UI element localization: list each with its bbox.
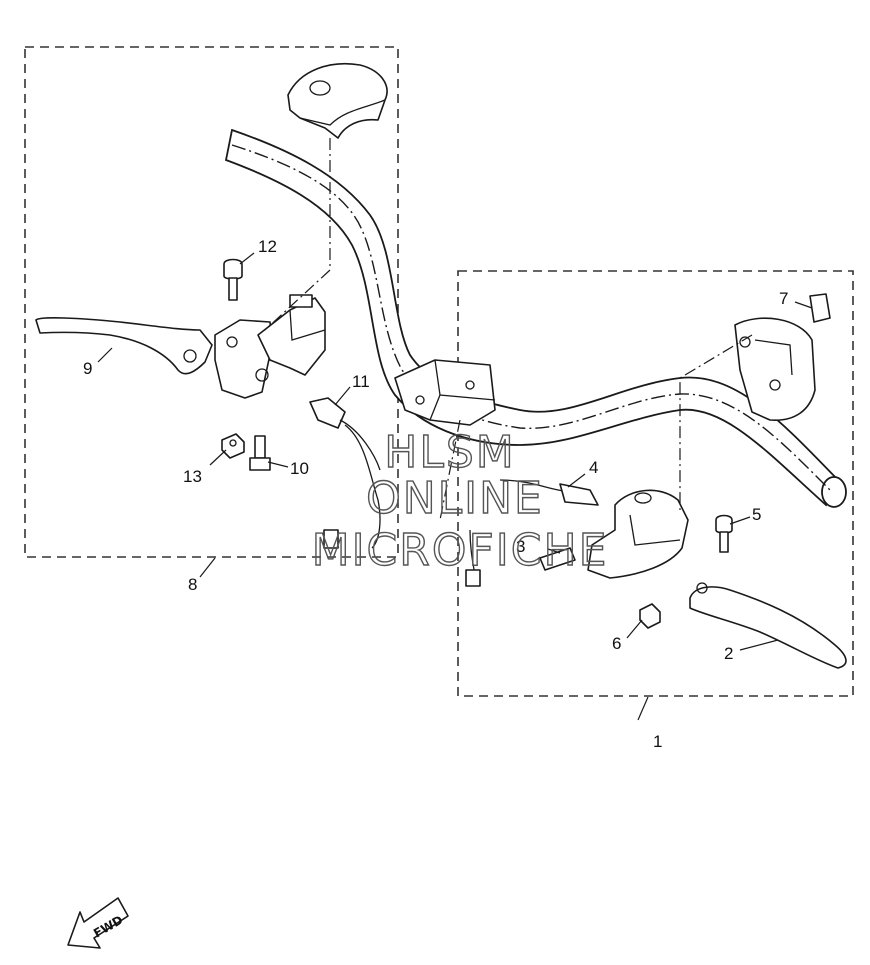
callout-11: 11 [352, 372, 370, 391]
group-box-left [24, 46, 399, 558]
callout-5: 5 [752, 505, 761, 524]
callout-1: 1 [653, 732, 662, 751]
clutch-switch-11 [309, 397, 381, 549]
nut-6 [639, 603, 661, 629]
watermark: HLSM ONLINE MICROFICHE [311, 426, 609, 576]
chain-line-left-cover [264, 138, 331, 331]
left-switch-top-cover [287, 63, 388, 139]
wire-4 [465, 479, 599, 587]
callout-13: 13 [183, 467, 202, 486]
callout-3: 3 [516, 537, 525, 556]
callout-7: 7 [779, 289, 788, 308]
bolt-10 [249, 435, 271, 471]
brake-switch-3 [539, 547, 576, 571]
handlebar-clamp [394, 359, 496, 426]
watermark-line-1: HLSM [384, 427, 516, 478]
watermark-line-2: ONLINE [366, 473, 544, 524]
callout-12: 12 [258, 237, 277, 256]
chain-line-wire [439, 419, 461, 521]
right-lever-assembly [587, 489, 847, 669]
fwd-arrow-icon: FWD [67, 897, 129, 949]
nut-13 [221, 433, 245, 459]
callout-8: 8 [188, 575, 197, 594]
callout-6: 6 [612, 634, 621, 653]
callout-4: 4 [589, 458, 598, 477]
handlebar [224, 128, 847, 508]
bolt-12 [223, 258, 243, 301]
chain-line-right-housing [679, 334, 753, 510]
right-switch-housing [734, 293, 831, 421]
leader-lines [97, 252, 813, 721]
callout-9: 9 [83, 359, 92, 378]
watermark-line-3: MICROFICHE [312, 525, 609, 576]
callout-2: 2 [724, 644, 733, 663]
group-box-right [457, 270, 854, 697]
callout-10: 10 [290, 459, 309, 478]
bolt-5 [715, 514, 733, 553]
left-lever-assembly [35, 294, 326, 399]
